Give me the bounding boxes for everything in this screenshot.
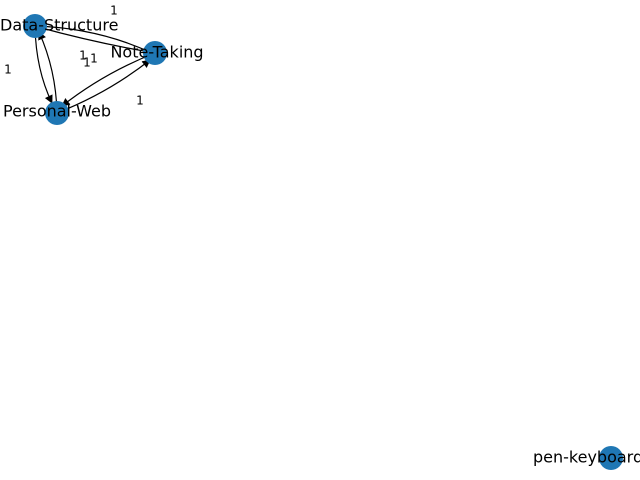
node-label-note-taking: Note-Taking xyxy=(110,43,203,62)
edge-data-structure-to-personal-web xyxy=(34,26,53,104)
node-labels-layer: Data-Structure Note-Taking Personal-Web … xyxy=(0,16,640,467)
nodes-layer xyxy=(23,14,623,470)
edge-label-data-structure-note-taking: 1 xyxy=(110,4,118,18)
node-label-data-structure: Data-Structure xyxy=(0,16,118,35)
edge-label-personal-web-note-taking: 1 xyxy=(136,94,144,108)
edge-data-structure-to-note-taking xyxy=(34,25,153,54)
edge-label-note-taking-data-structure: 1 xyxy=(79,49,87,63)
edge-label-data-structure-personal-web: 1 xyxy=(4,63,12,77)
node-data-structure[interactable] xyxy=(23,14,47,38)
node-personal-web[interactable] xyxy=(45,101,69,125)
edge-label-personal-web-data-structure: 1 xyxy=(83,56,91,70)
node-note-taking[interactable] xyxy=(143,41,167,65)
node-pen-keyboard[interactable] xyxy=(599,446,623,470)
node-label-pen-keyboard: pen-keyboard xyxy=(533,448,640,467)
node-label-personal-web: Personal-Web xyxy=(3,102,111,121)
edge-labels-layer: 1 1 1 1 1 1 xyxy=(4,4,144,108)
edge-label-note-taking-personal-web: 1 xyxy=(90,52,98,66)
edge-note-taking-to-data-structure xyxy=(37,24,156,54)
